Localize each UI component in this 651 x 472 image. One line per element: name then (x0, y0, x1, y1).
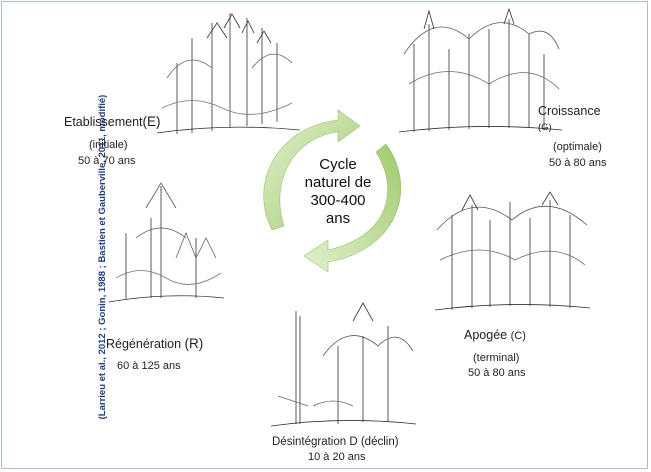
phase-apogee-qualifier: (terminal) (473, 352, 520, 364)
forest-decline-icon (270, 302, 417, 427)
forest-establishment-icon (156, 13, 301, 134)
phase-etablissement-qualifier: (initiale) (89, 139, 128, 151)
cycle-title-line4: ans (325, 210, 351, 227)
phase-apogee-code: (C) (510, 330, 526, 342)
phase-etablissement-name: Etablissement (64, 115, 143, 129)
cycle-title-line3: 300-400 (310, 192, 366, 209)
cycle-title-line1: Cycle (319, 156, 357, 173)
phase-desintegration-duration: 10 à 20 ans (308, 451, 366, 463)
forest-growth-icon (398, 7, 563, 133)
phase-croissance-duration: 50 à 80 ans (549, 157, 607, 169)
phase-etablissement-code: (E) (142, 114, 161, 129)
phase-apogee-label: Apogée (C) (464, 328, 526, 342)
phase-regeneration-name: Régénération (106, 337, 182, 351)
phase-desintegration-name: Désintégration D (déclin) (272, 436, 399, 448)
cycle-title: Cycle naturel de 300-400 ans (298, 156, 378, 228)
forest-climax-icon (434, 191, 591, 311)
phase-etablissement-label: Etablissement(E) (64, 114, 161, 129)
phase-croissance-code: (G) (538, 122, 552, 133)
phase-regeneration-label: Régénération (R) (106, 336, 203, 351)
phase-regeneration-code: (R) (184, 336, 204, 351)
cycle-title-line2: naturel de (304, 174, 372, 191)
phase-croissance-name: Croissance (538, 104, 601, 118)
phase-croissance-qualifier: (optimale) (553, 141, 602, 153)
phase-etablissement-duration: 50 à 70 ans (78, 155, 136, 167)
phase-regeneration-duration: 60 à 125 ans (117, 360, 181, 372)
phase-apogee-name: Apogée (464, 328, 508, 342)
phase-apogee-duration: 50 à 80 ans (468, 367, 526, 379)
cycle-arrows-icon (263, 109, 402, 273)
forest-regeneration-icon (108, 182, 225, 303)
